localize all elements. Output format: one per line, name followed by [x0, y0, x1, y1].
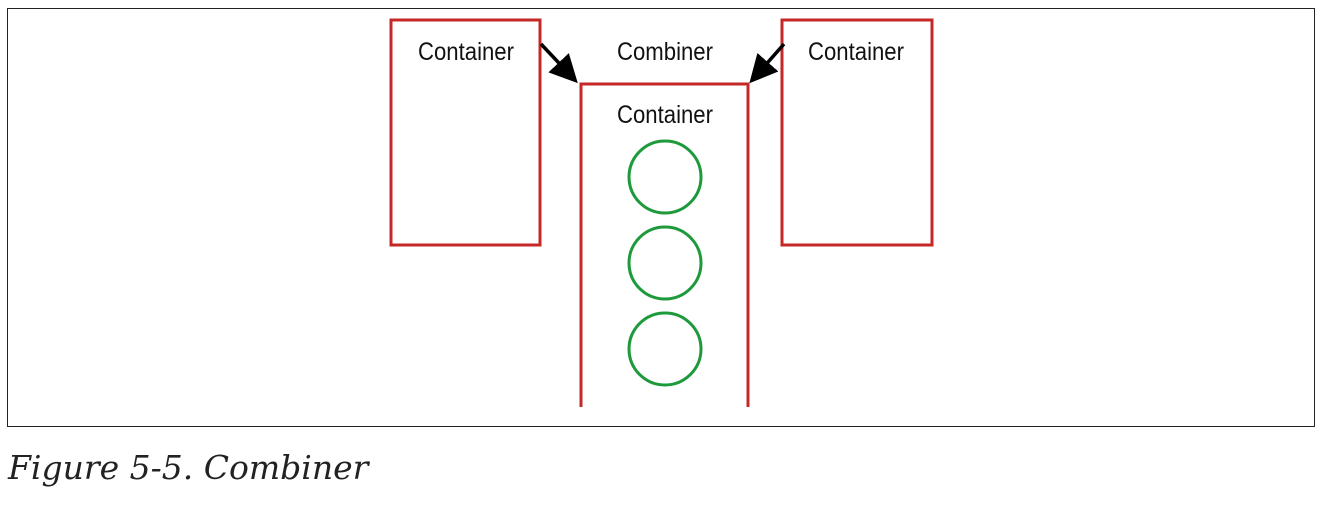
- right-container-label: Container: [808, 38, 904, 66]
- figure-frame: [7, 8, 1315, 427]
- center-container-label: Container: [617, 101, 713, 129]
- item-circle: [627, 225, 703, 301]
- combiner-diagram: Container Container Combiner Container: [389, 18, 934, 407]
- left-container-label: Container: [418, 38, 514, 66]
- combiner-label: Combiner: [617, 38, 713, 66]
- item-circle: [627, 139, 703, 215]
- figure-caption: Figure 5-5. Combiner: [8, 448, 369, 487]
- item-circle: [627, 311, 703, 387]
- left-arrow: [539, 42, 578, 84]
- right-arrow: [749, 42, 786, 84]
- left-container-box: [389, 18, 542, 247]
- right-container-box: [780, 18, 934, 247]
- center-container-box: [579, 82, 750, 407]
